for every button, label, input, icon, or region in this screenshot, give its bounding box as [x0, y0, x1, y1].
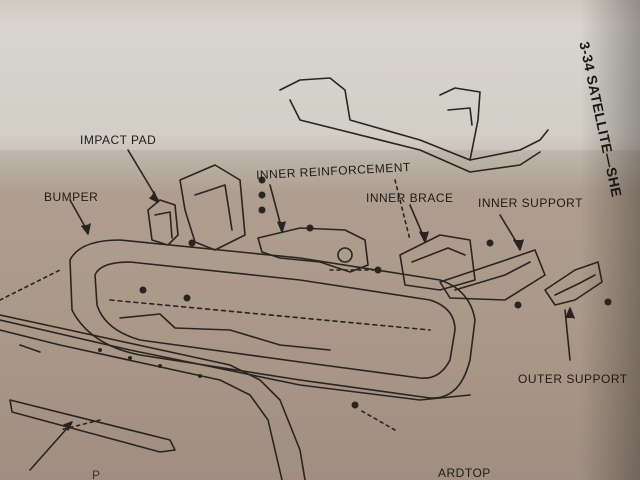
outer-support-shape [544, 261, 603, 306]
bumper-inner [94, 261, 456, 379]
leader-impact-pad [127, 149, 159, 201]
frame-rail [279, 77, 549, 161]
bolt-icon [258, 206, 266, 214]
frame-bracket-inner [447, 107, 473, 126]
frame-bracket [439, 87, 481, 161]
bolt-icon [514, 301, 522, 309]
bolt-icon [374, 266, 382, 274]
fasteners [98, 176, 612, 409]
inner-brace-shape [399, 234, 476, 291]
page-corner-shade [580, 0, 640, 480]
label-inner-brace: INNER BRACE [366, 191, 454, 205]
shadow-overlay [0, 150, 640, 480]
impact-pad-shape [147, 199, 179, 246]
label-hardtop: ARDTOP [438, 466, 491, 480]
bumper-lower-face [0, 319, 471, 401]
leader-lower [29, 424, 71, 471]
frame-rail-inner [289, 99, 541, 173]
label-bumper: BUMPER [44, 190, 99, 204]
bolt-icon [258, 176, 266, 184]
bolt-icon [139, 286, 147, 294]
label-inner-support: INNER SUPPORT [478, 196, 583, 210]
lower-valance [9, 399, 176, 453]
bolt-icon [306, 224, 314, 232]
pad-bracket [179, 164, 246, 251]
label-impact-pad: IMPACT PAD [80, 133, 157, 147]
bumper-outer [69, 239, 476, 399]
label-partial: P [92, 468, 101, 480]
bolt-icon [183, 294, 191, 302]
bolt-icon [486, 239, 494, 247]
inner-support-shape [439, 249, 546, 301]
label-outer-support: OUTER SUPPORT [518, 372, 628, 386]
bolt-icon [351, 401, 359, 409]
page-top-edge [0, 0, 640, 28]
lower-trim-strip [0, 314, 306, 480]
bolt-icon [604, 298, 612, 306]
bolt-icon [188, 239, 196, 247]
bolt-icon [258, 191, 266, 199]
